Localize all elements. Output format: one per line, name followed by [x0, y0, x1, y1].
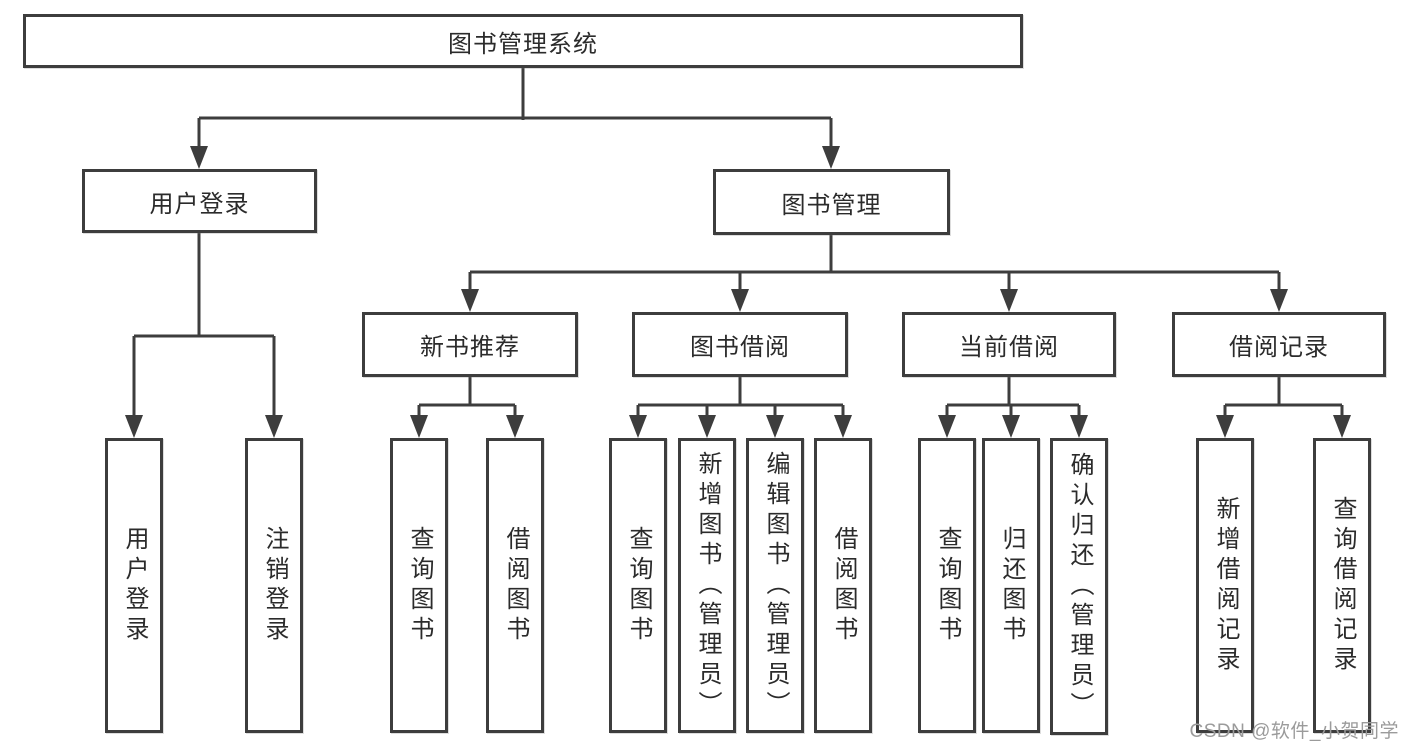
node-label: 编辑图书（管理员） [762, 450, 789, 721]
node-new-book-recommend: 新书推荐 [362, 312, 578, 377]
leaf-borrow-books-recommend: 借阅图书 [486, 438, 544, 733]
node-label: 图书管理 [781, 191, 882, 219]
node-label: 确认归还（管理员） [1066, 451, 1093, 722]
node-label: 归还图书 [998, 525, 1025, 646]
node-label: 查询图书 [406, 525, 433, 646]
node-label: 图书管理系统 [448, 30, 598, 58]
leaf-query-books-current: 查询图书 [918, 438, 976, 733]
node-label: 借阅图书 [830, 525, 857, 646]
node-label: 新书推荐 [420, 334, 520, 361]
leaf-logout: 注销登录 [245, 438, 303, 733]
node-label: 查询图书 [625, 525, 652, 646]
node-borrow-records: 借阅记录 [1172, 312, 1386, 377]
leaf-query-books-recommend: 查询图书 [390, 438, 448, 733]
leaf-query-borrow-record: 查询借阅记录 [1313, 438, 1371, 733]
node-system-root: 图书管理系统 [23, 14, 1023, 68]
node-label: 图书借阅 [690, 334, 790, 361]
leaf-edit-book-admin: 编辑图书（管理员） [746, 438, 804, 733]
node-book-management: 图书管理 [713, 169, 950, 235]
leaf-borrow-books-borrowing: 借阅图书 [814, 438, 872, 733]
node-label: 借阅记录 [1229, 334, 1329, 361]
watermark: CSDN @软件_小贺同学 [1189, 721, 1399, 742]
node-label: 用户登录 [149, 190, 250, 218]
leaf-query-books-borrowing: 查询图书 [609, 438, 667, 733]
node-label: 注销登录 [261, 525, 288, 646]
node-label: 新增借阅记录 [1212, 495, 1239, 676]
node-user-login: 用户登录 [82, 169, 317, 233]
node-label: 新增图书（管理员） [694, 450, 721, 721]
leaf-confirm-return-admin: 确认归还（管理员） [1050, 438, 1108, 735]
leaf-return-books: 归还图书 [982, 438, 1040, 733]
node-label: 用户登录 [121, 525, 148, 646]
leaf-add-book-admin: 新增图书（管理员） [678, 438, 736, 733]
node-label: 当前借阅 [959, 334, 1059, 361]
node-label: 查询借阅记录 [1329, 495, 1356, 676]
node-label: 借阅图书 [502, 525, 529, 646]
node-current-borrowing: 当前借阅 [902, 312, 1116, 377]
node-book-borrowing: 图书借阅 [632, 312, 848, 377]
node-label: 查询图书 [934, 525, 961, 646]
leaf-user-login: 用户登录 [105, 438, 163, 733]
leaf-add-borrow-record: 新增借阅记录 [1196, 438, 1254, 733]
